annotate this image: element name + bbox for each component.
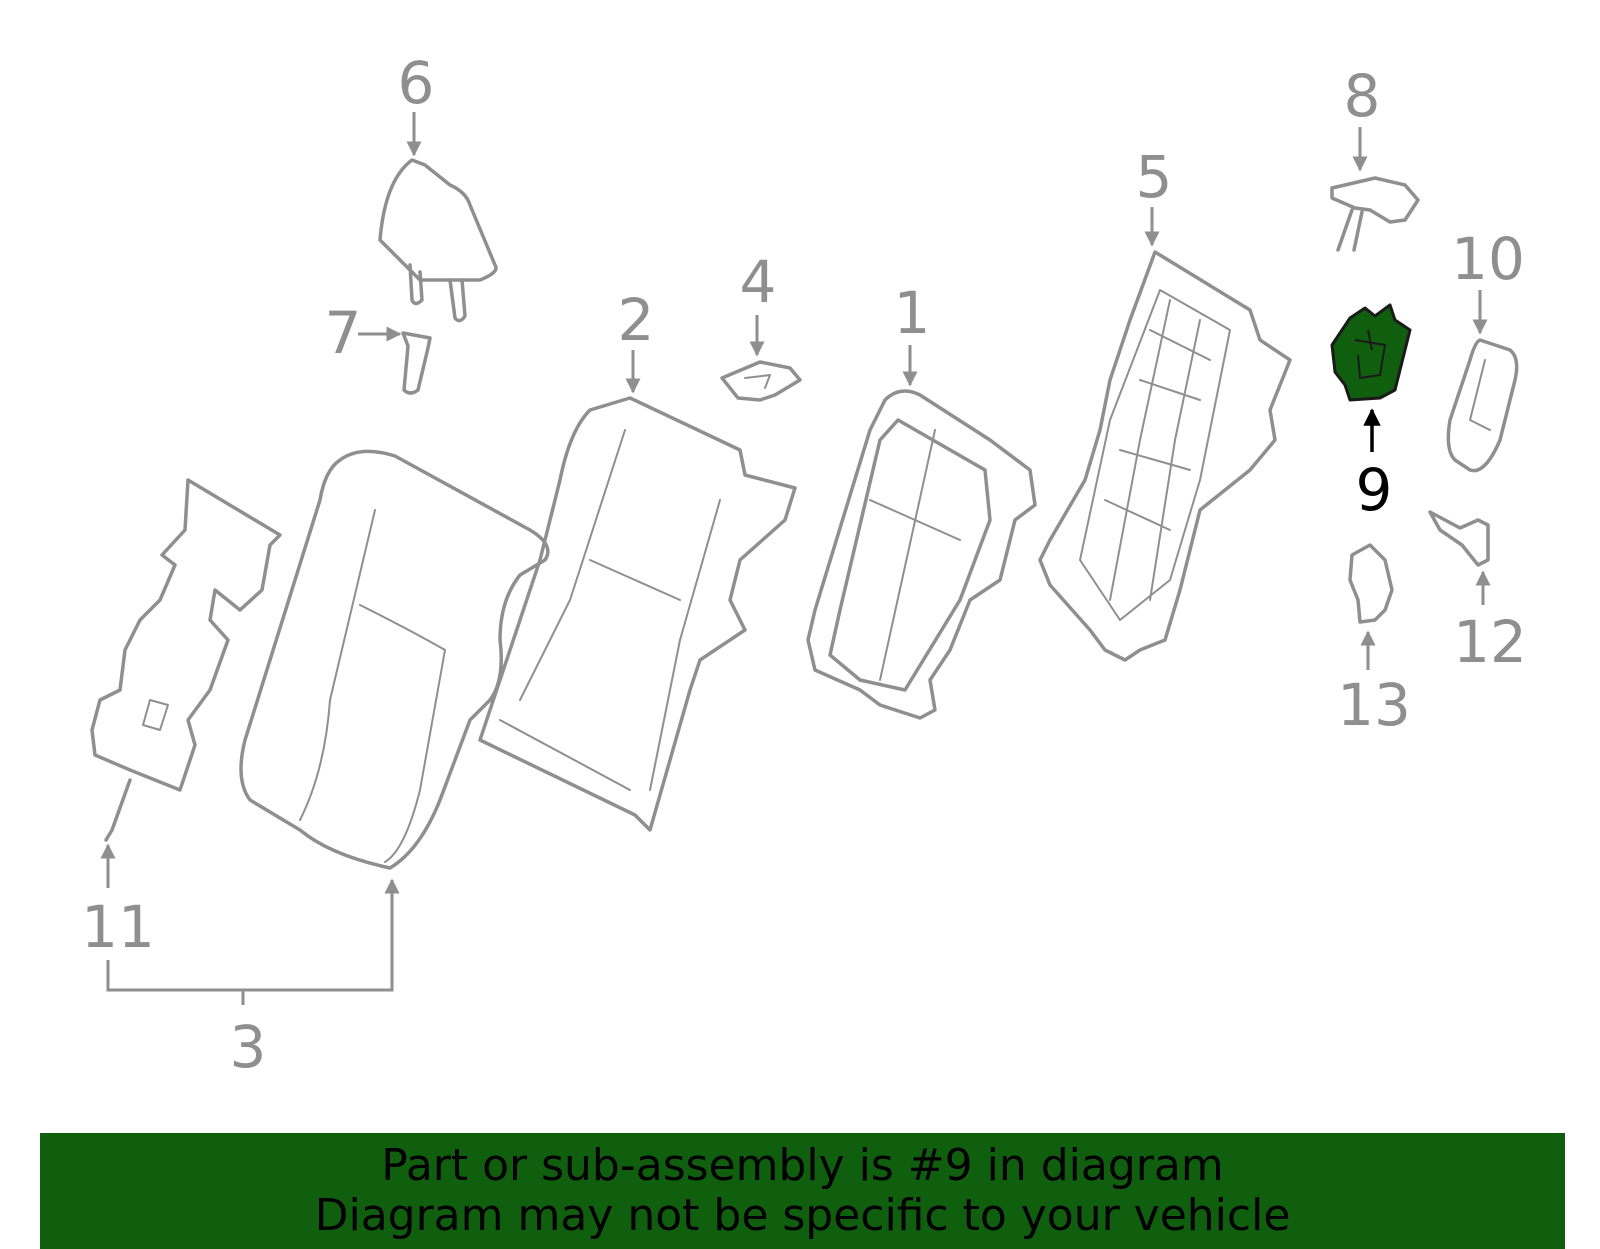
callout-12: 12 xyxy=(1453,608,1527,676)
callout-10: 10 xyxy=(1451,225,1525,293)
info-banner: Part or sub-assembly is #9 in diagram Di… xyxy=(40,1133,1565,1249)
trim-part-10[interactable] xyxy=(1446,338,1519,473)
banner-line-1: Part or sub-assembly is #9 in diagram xyxy=(381,1140,1224,1191)
callout-6: 6 xyxy=(398,49,435,117)
callout-3: 3 xyxy=(230,1013,267,1081)
bracket-3 xyxy=(106,878,400,992)
highlighted-part-9[interactable] xyxy=(1330,303,1412,402)
callout-8: 8 xyxy=(1344,62,1381,130)
frame-part-1[interactable] xyxy=(806,389,1037,720)
callout-1: 1 xyxy=(894,279,931,347)
seat-cover-part-3[interactable] xyxy=(239,449,550,870)
callout-5: 5 xyxy=(1136,143,1173,211)
back-frame-part-5[interactable] xyxy=(1038,250,1292,662)
banner-line-2: Diagram may not be specific to your vehi… xyxy=(314,1190,1291,1241)
guide-part-7[interactable] xyxy=(401,331,432,395)
pad-part-11[interactable] xyxy=(90,478,282,842)
callout-7: 7 xyxy=(325,299,362,367)
seat-pad-part-2[interactable] xyxy=(478,396,797,832)
callout-2: 2 xyxy=(618,286,655,354)
callout-9: 9 xyxy=(1356,456,1393,524)
headrest-part-6[interactable] xyxy=(378,158,498,323)
bracket-part-12[interactable] xyxy=(1428,510,1490,567)
callout-4: 4 xyxy=(740,248,777,316)
bezel-part-4[interactable] xyxy=(720,360,802,402)
callout-11: 11 xyxy=(81,893,155,961)
clip-part-13[interactable] xyxy=(1348,543,1394,624)
lever-part-8[interactable] xyxy=(1330,176,1420,252)
callout-13: 13 xyxy=(1337,671,1411,739)
